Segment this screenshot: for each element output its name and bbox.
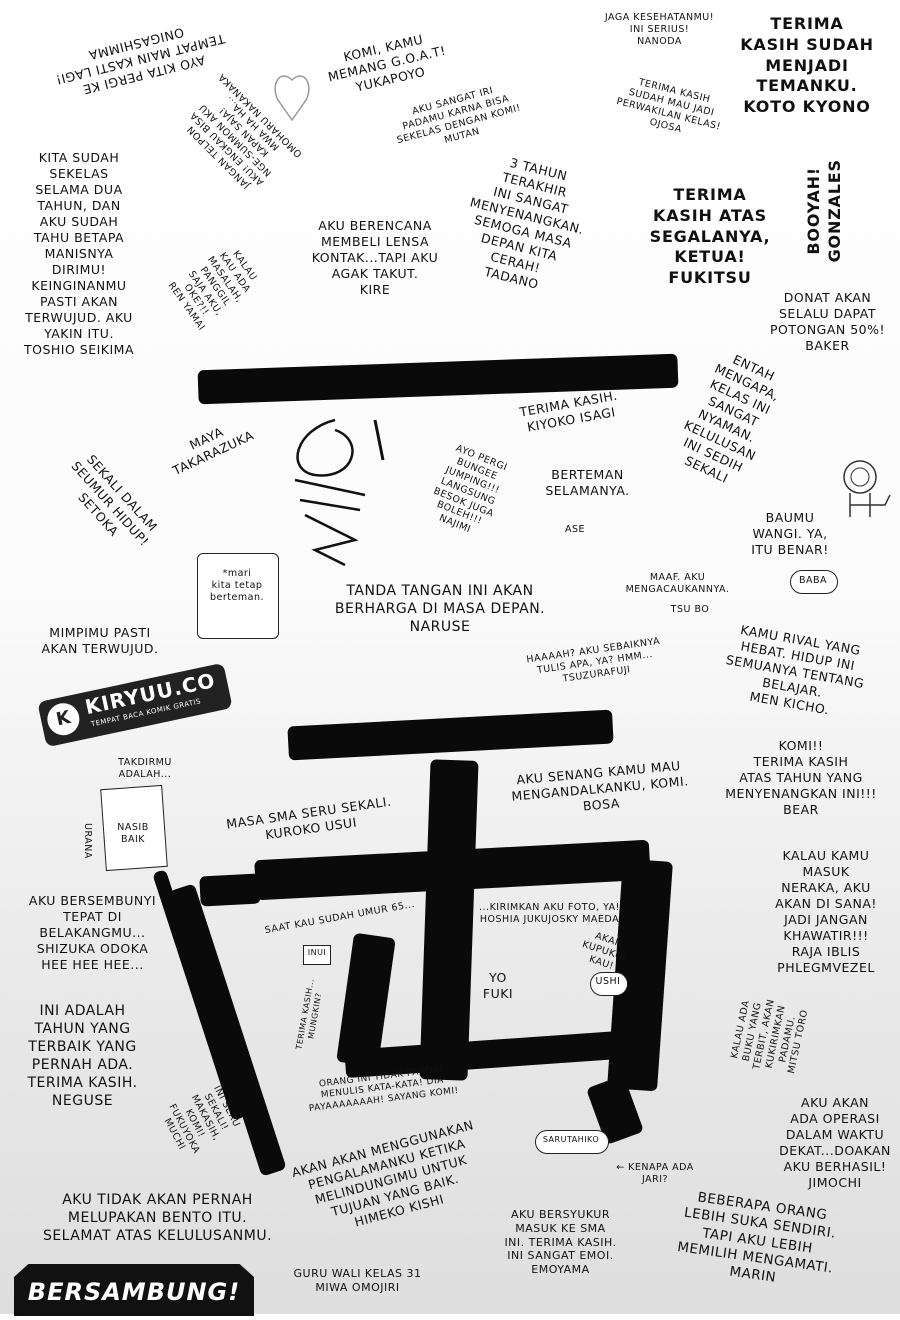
note-men-kicho: KAMU RIVAL YANG HEBAT. HIDUP INI SEMUANY…	[724, 622, 866, 718]
note-maaf: MAAF. AKU MENGACAUKANNYA.	[625, 572, 730, 595]
note-nanoda: JAGA KESEHATANMU! INI SERIUS! NANODA	[604, 12, 715, 47]
logo-mark-icon: K	[44, 700, 83, 739]
note-tsubo: TSU BO	[670, 604, 710, 615]
note-kire: AKU BERENCANA MEMBELI LENSA KONTAK...TAP…	[311, 218, 439, 297]
note-inui: INUI	[307, 948, 327, 957]
note-himeko-kishi: AKAN AKAN MENGGUNAKAN PENGALAMANKU KETIK…	[290, 1117, 476, 1230]
note-yukapoyo: KOMI, KAMU MEMANG G.O.A.T! YUKAPOYO	[326, 31, 448, 95]
note-emoyama: AKU BERSYUKUR MASUK KE SMA INI. TERIMA K…	[504, 1208, 617, 1276]
note-mari-berteman: *mari kita tetap berteman.	[210, 568, 264, 603]
note-tadano: 3 TAHUN TERAKHIR INI SANGAT MENYENANGKAN…	[468, 154, 586, 292]
baba-tag	[790, 570, 838, 594]
note-marin: BEBERAPA ORANG LEBIH SUKA SENDIRI. TAPI …	[676, 1189, 837, 1286]
note-ushi: USHI	[595, 976, 621, 987]
note-mungkin: TERIMA KASIH... MUNGKIN?	[294, 977, 324, 1051]
note-bosa: AKU SENANG KAMU MAU MENGANDALKANKU, KOMI…	[510, 757, 690, 814]
note-miwa-omojiri: GURU WALI KELAS 31 MIWA OMOJIRI	[293, 1267, 422, 1294]
note-koto-kyono: TERIMA KASIH SUDAH MENJADI TEMANKU. KOTO…	[740, 14, 874, 117]
signature-scribble	[294, 418, 385, 567]
note-yo-fuki: YO FUKI	[482, 970, 514, 1001]
note-naruse: TANDA TANGAN INI AKAN BERHARGA DI MASA D…	[334, 583, 546, 635]
note-kenapa-jari: ← KENAPA ADA JARI?	[616, 1162, 694, 1185]
note-najimi: AYO PERGI BUNGEE JUMPING!!! LANGSUNG BES…	[432, 442, 509, 536]
ushi-tag	[590, 972, 628, 996]
note-fukitsu: TERIMA KASIH ATAS SEGALANYA, KETUA! FUKI…	[649, 185, 771, 288]
note-phlegmvezel: KALAU KAMU MASUK NERAKA, AKU AKAN DI SAN…	[775, 848, 877, 975]
inui-box	[303, 945, 331, 965]
brush-stroke-bar-2	[199, 873, 261, 907]
note-maya-takarazuka: MAYA TAKARAZUKA	[170, 423, 257, 479]
note-toshio-seikima: KITA SUDAH SEKELAS SELAMA DUA TAHUN, DAN…	[23, 150, 135, 357]
note-bear: KOMI!! TERIMA KASIH ATAS TAHUN YANG MENY…	[725, 738, 877, 817]
note-baker: DONAT AKAN SELALU DAPAT POTONGAN 50%! BA…	[769, 290, 886, 353]
note-urana: URANA	[81, 823, 93, 859]
note-umur-65: SAAT KAU SUDAH UMUR 65...	[263, 898, 416, 937]
note-shizuka-odoka: AKU BERSEMBUNYI TEPAT DI BELAKANGMU... S…	[28, 893, 157, 972]
note-jimochi: AKU AKAN ADA OPERASI DALAM WAKTU DEKAT..…	[779, 1095, 891, 1190]
note-bento: AKU TIDAK AKAN PERNAH MELUPAKAN BENTO IT…	[42, 1192, 273, 1244]
note-sarutahiko: SARUTAHIKO	[542, 1135, 600, 1144]
note-takdirmu: TAKDIRMU ADALAH...	[118, 757, 172, 780]
brush-stroke-middle	[287, 709, 614, 761]
note-gonzales: BOOYAH! GONZALES	[804, 159, 844, 263]
note-nasib-baik: NASIB BAIK	[117, 822, 149, 845]
heart-face-doodle-icon	[274, 75, 310, 122]
note-baba: BABA	[798, 575, 828, 586]
note-entah-mengapa: ENTAH MENGAPA, KELAS INI SANGAT NYAMAN. …	[681, 351, 782, 486]
note-ase: ASE	[564, 524, 586, 535]
speech-bubble	[197, 553, 279, 639]
note-berteman-selamanya: BERTEMAN SELAMANYA.	[545, 467, 630, 498]
lion-doodle-icon	[843, 460, 891, 517]
note-baumu-wangi: BAUMU WANGI. YA, ITU BENAR!	[751, 510, 829, 557]
note-kuroko-usui: MASA SMA SERU SEKALI. KUROKO USUI	[225, 793, 393, 843]
note-ren-yamai: KALAU KAU ADA MASALAH, PANGGIL SAJA AKU,…	[165, 248, 259, 333]
kiryuu-logo: K KIRYUU.CO TEMPAT BACA KOMIK GRATIS	[37, 662, 233, 748]
note-neguse: INI ADALAH TAHUN YANG TERBAIK YANG PERNA…	[27, 1003, 138, 1109]
sarutahiko-tag	[535, 1130, 609, 1154]
continued-banner: BERSAMBUNG!	[14, 1264, 254, 1316]
note-mitsu-toro: KALAU ADA BUKU YANG TERBIT, AKAN KUKIRIM…	[728, 998, 811, 1075]
note-tsuzurafuji: HAAAAH? AKU SEBAIKNYA TULIS APA, YA? HMM…	[525, 635, 661, 685]
note-maeda: ...KIRIMKAN AKU FOTO, YA! HOSHIA JUKUJOS…	[479, 902, 620, 925]
note-mimpimu: MIMPIMU PASTI AKAN TERWUJUD.	[41, 625, 159, 656]
